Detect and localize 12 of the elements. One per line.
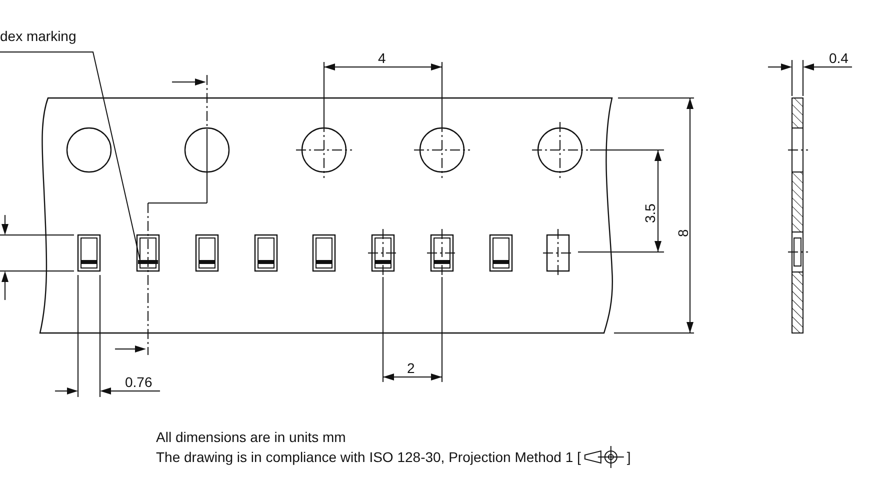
dimension-value: 0.76 — [125, 374, 152, 390]
dimension-value: 2 — [407, 360, 415, 376]
dimension-value: 8 — [675, 229, 691, 237]
dimension-value: 4 — [378, 50, 386, 66]
callout-label: dex marking — [0, 28, 93, 52]
index-marking — [138, 260, 158, 264]
note-text: ] — [626, 449, 631, 465]
dimension-value: 3.5 — [642, 204, 658, 223]
note-text: All dimensions are in units mm — [156, 429, 346, 445]
leader-line — [0, 52, 140, 260]
dimension-value: 0.4 — [829, 50, 848, 66]
note-text: The drawing is in compliance with ISO 128-30, Projection Method 1 [ — [156, 449, 581, 465]
